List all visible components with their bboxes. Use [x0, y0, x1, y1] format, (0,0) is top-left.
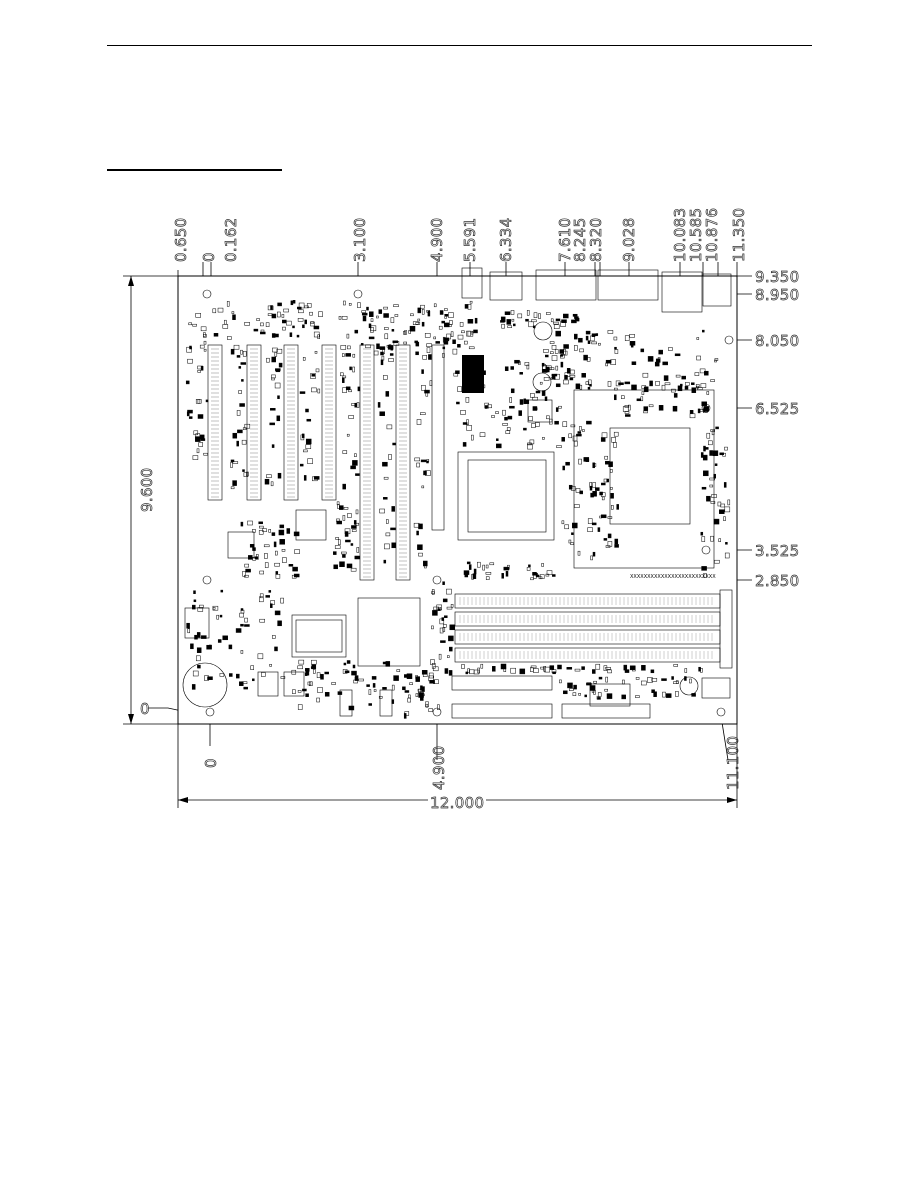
smd-components: [185, 300, 731, 719]
dim-bottom-origin: 0: [202, 758, 220, 768]
expansion-slots: [207, 344, 445, 581]
dim-right-2-850: 2.850: [755, 572, 799, 590]
dim-top-11-350: 11.350: [730, 208, 748, 262]
dim-bottom-11-100: 11.100: [724, 736, 742, 790]
dim-left-height: 9.600: [138, 468, 156, 512]
dim-right-9-350: 9.350: [755, 268, 799, 286]
memory-slots: [454, 589, 733, 669]
rear-io-connectors: [461, 267, 732, 313]
top-dimension-labels: 0.650 0 0.162 3.100 4.900 5.591 6.334 7.…: [172, 207, 749, 262]
dim-top-0-162: 0.162: [222, 218, 240, 262]
right-dimension-labels: 9.350 8.950 8.050 6.525 3.525 2.850: [755, 268, 800, 591]
storage-headers: [451, 675, 651, 719]
dim-top-10-585: 10.585: [687, 208, 705, 262]
dim-top-5-591: 5.591: [461, 218, 479, 262]
chip-marking: XXXXXXXXXXXXXXXXXXXXXXXXX: [630, 574, 716, 580]
dim-right-8-950: 8.950: [755, 286, 799, 304]
dim-top-3-100: 3.100: [351, 218, 369, 262]
dim-top-10-083: 10.083: [671, 208, 689, 262]
lower-left-components: [182, 509, 421, 717]
mounting-holes: [202, 289, 734, 717]
dim-right-8-050: 8.050: [755, 332, 799, 350]
dim-top-4-900: 4.900: [428, 218, 446, 262]
dim-right-6-525: 6.525: [755, 400, 799, 418]
dim-top-9-028: 9.028: [620, 218, 638, 262]
header-rule: [107, 45, 812, 46]
dim-left-origin: 0: [140, 700, 150, 718]
dim-top-10-876: 10.876: [703, 208, 721, 262]
board-outline: [177, 275, 738, 725]
dim-top-8-320: 8.320: [587, 218, 605, 262]
section-heading-rule: [107, 169, 282, 171]
width-label-gap: [428, 796, 486, 808]
dim-bottom-width: 12.000: [430, 794, 484, 812]
dim-top-0-650: 0.650: [172, 218, 190, 262]
dim-right-3-525: 3.525: [755, 542, 799, 560]
dim-top-7-610: 7.610: [556, 218, 574, 262]
dim-top-0: 0: [200, 252, 218, 262]
dim-bottom-4-900: 4.900: [430, 746, 448, 790]
dim-top-6-334: 6.334: [497, 218, 515, 262]
dim-top-8-245: 8.245: [571, 218, 589, 262]
